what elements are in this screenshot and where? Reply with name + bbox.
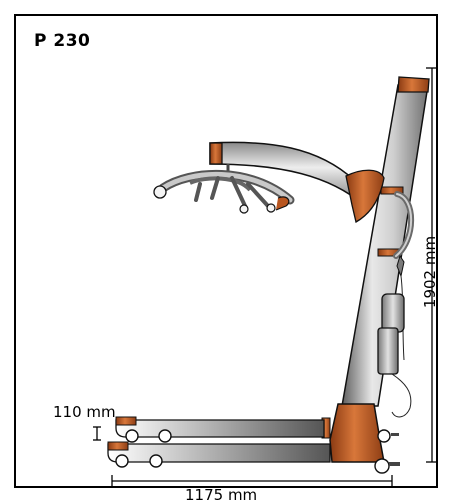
leg-front — [107, 441, 331, 468]
total-height-dimension — [426, 67, 438, 463]
base-chassis — [321, 403, 385, 463]
boom-end-cap — [209, 142, 223, 165]
boom-pivot — [345, 169, 385, 223]
actuator — [377, 293, 412, 418]
base-height-label: 110 mm — [53, 403, 116, 421]
base-length-label: 1175 mm — [185, 486, 258, 504]
base-height-dimension — [93, 426, 101, 441]
rear-wheels — [374, 429, 400, 474]
mast — [341, 76, 430, 407]
spreader-hook-left — [153, 185, 167, 199]
caster-wheel — [115, 454, 129, 468]
mast-cap — [397, 76, 430, 93]
boom-arm — [209, 141, 385, 223]
spreader-hook-right — [275, 196, 290, 211]
leg-rear — [115, 416, 325, 443]
caster-wheel — [125, 429, 139, 443]
total-height-label: 1902 mm — [421, 235, 439, 309]
base-length-dimension — [111, 475, 393, 487]
caster-wheel — [158, 429, 172, 443]
product-title: P 230 — [34, 31, 91, 51]
caster-wheel — [149, 454, 163, 468]
spreader-bar — [153, 164, 295, 214]
